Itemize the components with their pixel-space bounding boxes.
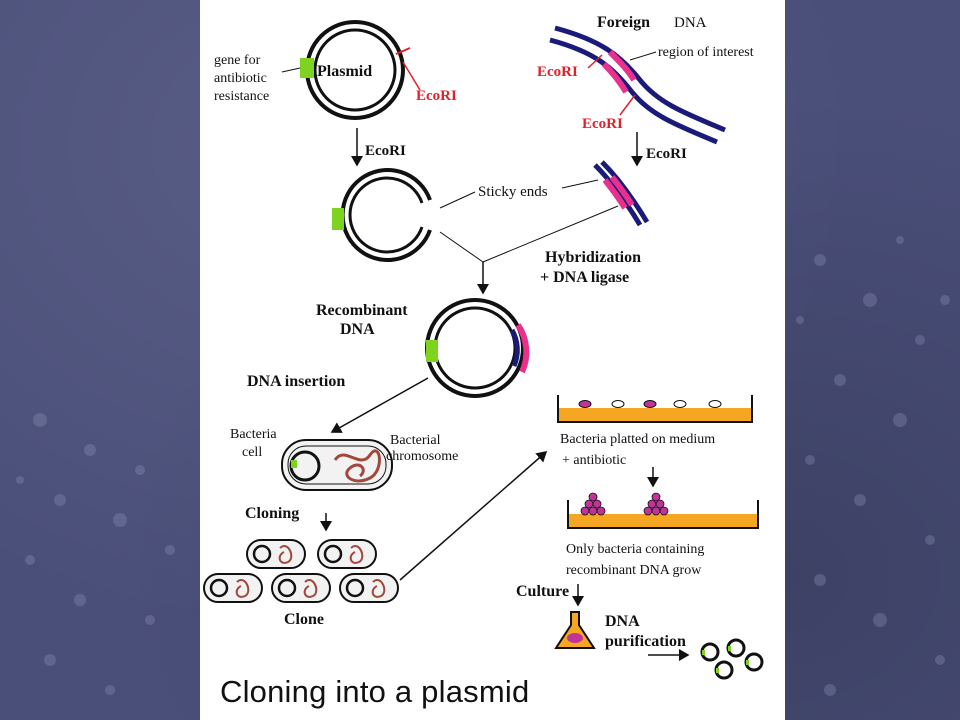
cloning-label: Cloning xyxy=(245,505,299,522)
purified-plasmids xyxy=(700,638,764,680)
ecori-plasmid-label: EcoRI xyxy=(416,88,457,104)
ecori-arrow-left-label: EcoRI xyxy=(365,143,406,159)
resistance-label: resistance xyxy=(214,89,269,104)
petri-plate-1 xyxy=(557,395,753,423)
plasmid-label: Plasmid xyxy=(317,63,372,80)
only-line-2: recombinant DNA grow xyxy=(566,563,702,578)
foreign-fragment xyxy=(593,160,650,227)
foreign-dna xyxy=(549,25,726,145)
chromosome-label: chromosome xyxy=(386,449,458,464)
diagram-slide: gene for antibiotic resistance Plasmid E… xyxy=(200,0,785,720)
foreign-label: Foreign xyxy=(597,14,650,31)
ecori-foreign-2-label: EcoRI xyxy=(582,116,623,132)
antibiotic-gene-marker xyxy=(300,58,314,78)
flask-icon xyxy=(554,611,596,649)
petri-plate-2 xyxy=(567,492,759,529)
slide-title: Cloning into a plasmid xyxy=(220,674,530,709)
recombinant-label: Recombinant xyxy=(316,302,408,319)
cell-label: cell xyxy=(242,445,262,460)
antibiotic-label: antibiotic xyxy=(214,71,267,86)
purification-line-1: DNA xyxy=(605,613,640,630)
region-of-interest-label: region of interest xyxy=(658,45,754,60)
dna-insertion-label: DNA insertion xyxy=(247,373,345,390)
ecori-foreign-1-label: EcoRI xyxy=(537,64,578,80)
platted-line-2: + antibiotic xyxy=(562,453,626,468)
gene-for-label: gene for xyxy=(214,53,261,68)
cut-plasmid xyxy=(332,168,432,262)
ecori-arrow-right-label: EcoRI xyxy=(646,146,687,162)
bacteria-cell xyxy=(281,439,393,491)
dna-ligase-label: + DNA ligase xyxy=(540,269,629,286)
culture-label: Culture xyxy=(516,583,569,600)
plasmid xyxy=(300,20,421,120)
recombinant-plasmid xyxy=(425,298,530,398)
cloning-diagram: gene for antibiotic resistance Plasmid E… xyxy=(203,14,764,680)
clone-cells xyxy=(203,539,399,603)
platted-line-1: Bacteria platted on medium xyxy=(560,432,715,447)
purification-line-2: purification xyxy=(605,633,686,650)
sticky-ends-label: Sticky ends xyxy=(478,184,548,200)
recombinant-dna-label: DNA xyxy=(340,321,375,338)
only-line-1: Only bacteria containing xyxy=(566,542,704,557)
foreign-dna-label: DNA xyxy=(674,15,707,31)
hybridization-label: Hybridization xyxy=(545,249,641,266)
bacteria-label: Bacteria xyxy=(230,427,277,442)
clone-label: Clone xyxy=(284,611,324,628)
bacterial-label: Bacterial xyxy=(390,433,441,448)
